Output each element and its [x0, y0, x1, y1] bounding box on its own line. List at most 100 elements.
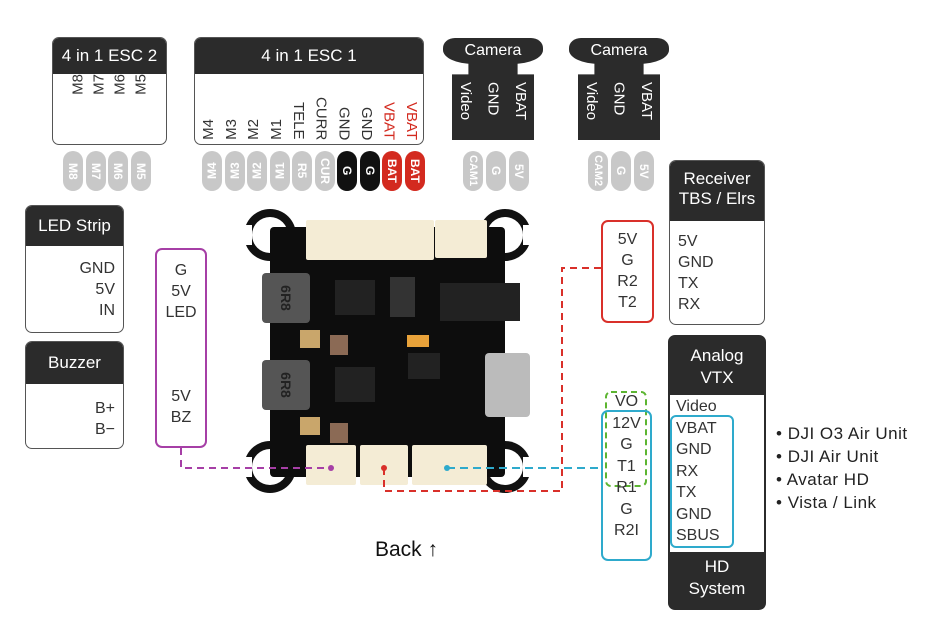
receiver-pin: 5V — [678, 233, 698, 250]
capacitor — [330, 423, 348, 443]
receiver-pin: TX — [678, 275, 699, 292]
camera2-chip: 5V — [634, 151, 654, 191]
camera1-pin: VBAT — [511, 82, 529, 121]
hd-system-item: • DJI Air Unit — [776, 447, 879, 466]
camera1-chip: 5V — [509, 151, 529, 191]
vtx-box: Analog VTX HD System — [668, 335, 766, 610]
receiver-pad: 5V — [617, 231, 638, 248]
hd-pins-outline — [670, 415, 734, 548]
osd-chip — [440, 283, 520, 321]
led-strip-pin: GND — [79, 260, 115, 277]
camera2-pin: VBAT — [637, 82, 655, 121]
vtx-pin: TX — [676, 484, 697, 501]
hd-system-item: • Avatar HD — [776, 470, 870, 489]
led-strip-pin: IN — [99, 302, 115, 319]
receiver-pad: T2 — [618, 294, 637, 311]
buzzer-title: Buzzer — [26, 342, 123, 384]
led-buzzer-pads: G 5V LED 5V BZ — [155, 248, 207, 448]
receiver-title-line1: Receiver — [683, 169, 751, 188]
buzzer-pad: 5V — [171, 388, 191, 405]
led-pad: G — [174, 262, 188, 279]
receiver-pin: GND — [678, 254, 714, 271]
buzzer-pin: B− — [94, 421, 115, 438]
led-buzzer-wire-dot — [328, 465, 334, 471]
esc1-chip-gnd: G — [360, 151, 380, 191]
camera1-chip: G — [486, 151, 506, 191]
esc2-chip: M8 — [63, 151, 83, 191]
vtx-pad: G — [620, 500, 633, 518]
esc1-chip-bat: BAT — [382, 151, 402, 191]
esc1-pin: GND — [357, 106, 375, 140]
regulator-ic-2 — [335, 367, 375, 402]
regulator-ic-1 — [335, 280, 375, 315]
buzzer-box: Buzzer B+ B− — [25, 341, 124, 449]
vtx-pads — [601, 410, 652, 561]
usb-c-port — [485, 353, 530, 417]
diode — [390, 277, 415, 317]
esc1-chip-gnd: G — [337, 151, 357, 191]
vtx-pin: RX — [676, 462, 699, 480]
esc2-box: 4 in 1 ESC 2 M5 M6 M7 M8 — [52, 37, 167, 145]
esc-connector — [306, 220, 434, 260]
camera2-chip: CAM2 — [588, 151, 608, 191]
vtx-pin: VBAT — [676, 419, 717, 437]
capacitor — [300, 330, 320, 348]
vtx-pad: G — [620, 436, 633, 453]
hd-system-item: • Vista / Link — [776, 493, 877, 512]
vtx-pad: T1 — [617, 457, 636, 475]
vtx-pad: R1 — [616, 479, 637, 496]
buzzer-pin: B+ — [94, 400, 115, 417]
receiver-pads: 5V G R2 T2 — [601, 220, 654, 323]
esc1-pin: CURR — [312, 96, 330, 140]
vtx-connector — [412, 445, 487, 485]
esc1-pin: TELE — [290, 102, 308, 140]
inductor-2-label: 6R8 — [278, 372, 294, 398]
esc1-pin-vbat: VBAT — [402, 101, 420, 140]
buzzer-pad: BZ — [170, 409, 192, 426]
vtx-pad: 12V — [612, 414, 641, 432]
camera2-chip: G — [611, 151, 631, 191]
esc1-pin: GND — [335, 106, 353, 140]
camera-connector — [435, 220, 487, 258]
esc2-title: 4 in 1 ESC 2 — [53, 38, 166, 74]
vtx-wire-dot — [444, 465, 450, 471]
led-strip-title: LED Strip — [26, 206, 123, 246]
analog-vtx-title-line1: Analog — [690, 346, 744, 365]
vtx-pin: GND — [676, 441, 712, 458]
esc1-pin-vbat: VBAT — [380, 101, 398, 140]
camera1-pin: GND — [484, 82, 502, 116]
led-pad: LED — [165, 304, 197, 321]
vtx-pad: VO — [614, 393, 639, 410]
camera2-title: Camera — [569, 38, 669, 64]
inductor-1 — [262, 273, 310, 323]
analog-vtx-title-line2: VTX — [700, 368, 734, 387]
receiver-wire — [383, 267, 601, 492]
esc1-chip-bat: BAT — [405, 151, 425, 191]
flight-controller-board: 6R8 6R8 — [240, 209, 540, 493]
receiver-title: Receiver TBS / Elrs — [670, 161, 764, 221]
hd-system-item: • DJI O3 Air Unit — [776, 424, 908, 443]
esc1-box: 4 in 1 ESC 1 M4 M3 M2 M1 TELE CURR GND G… — [194, 37, 424, 145]
inductor-2 — [262, 360, 310, 410]
capacitor — [330, 335, 348, 355]
receiver-pad: G — [621, 252, 634, 269]
led-indicator — [407, 335, 429, 347]
vtx-pad: R2I — [614, 522, 639, 539]
vtx-pin: SBUS — [676, 527, 720, 544]
led-buzzer-wire — [180, 448, 331, 469]
receiver-pad: R2 — [617, 273, 638, 290]
led-strip-pin: 5V — [95, 281, 115, 298]
camera1-chip: CAM1 — [463, 151, 483, 191]
led-strip-box: LED Strip GND 5V IN — [25, 205, 124, 333]
esc1-title: 4 in 1 ESC 1 — [195, 38, 423, 74]
esc1-chip: CUR — [315, 151, 335, 191]
esc2-chip: M5 — [131, 151, 151, 191]
vtx-pin: GND — [676, 505, 712, 523]
receiver-title-line2: TBS / Elrs — [678, 189, 756, 209]
hd-system-title-line1: HD — [704, 557, 730, 576]
camera2-pin: GND — [610, 82, 628, 116]
receiver-wire-dot — [381, 465, 387, 471]
capacitor — [300, 417, 320, 435]
hd-system-list: • DJI O3 Air Unit • DJI Air Unit • Avata… — [776, 422, 908, 514]
